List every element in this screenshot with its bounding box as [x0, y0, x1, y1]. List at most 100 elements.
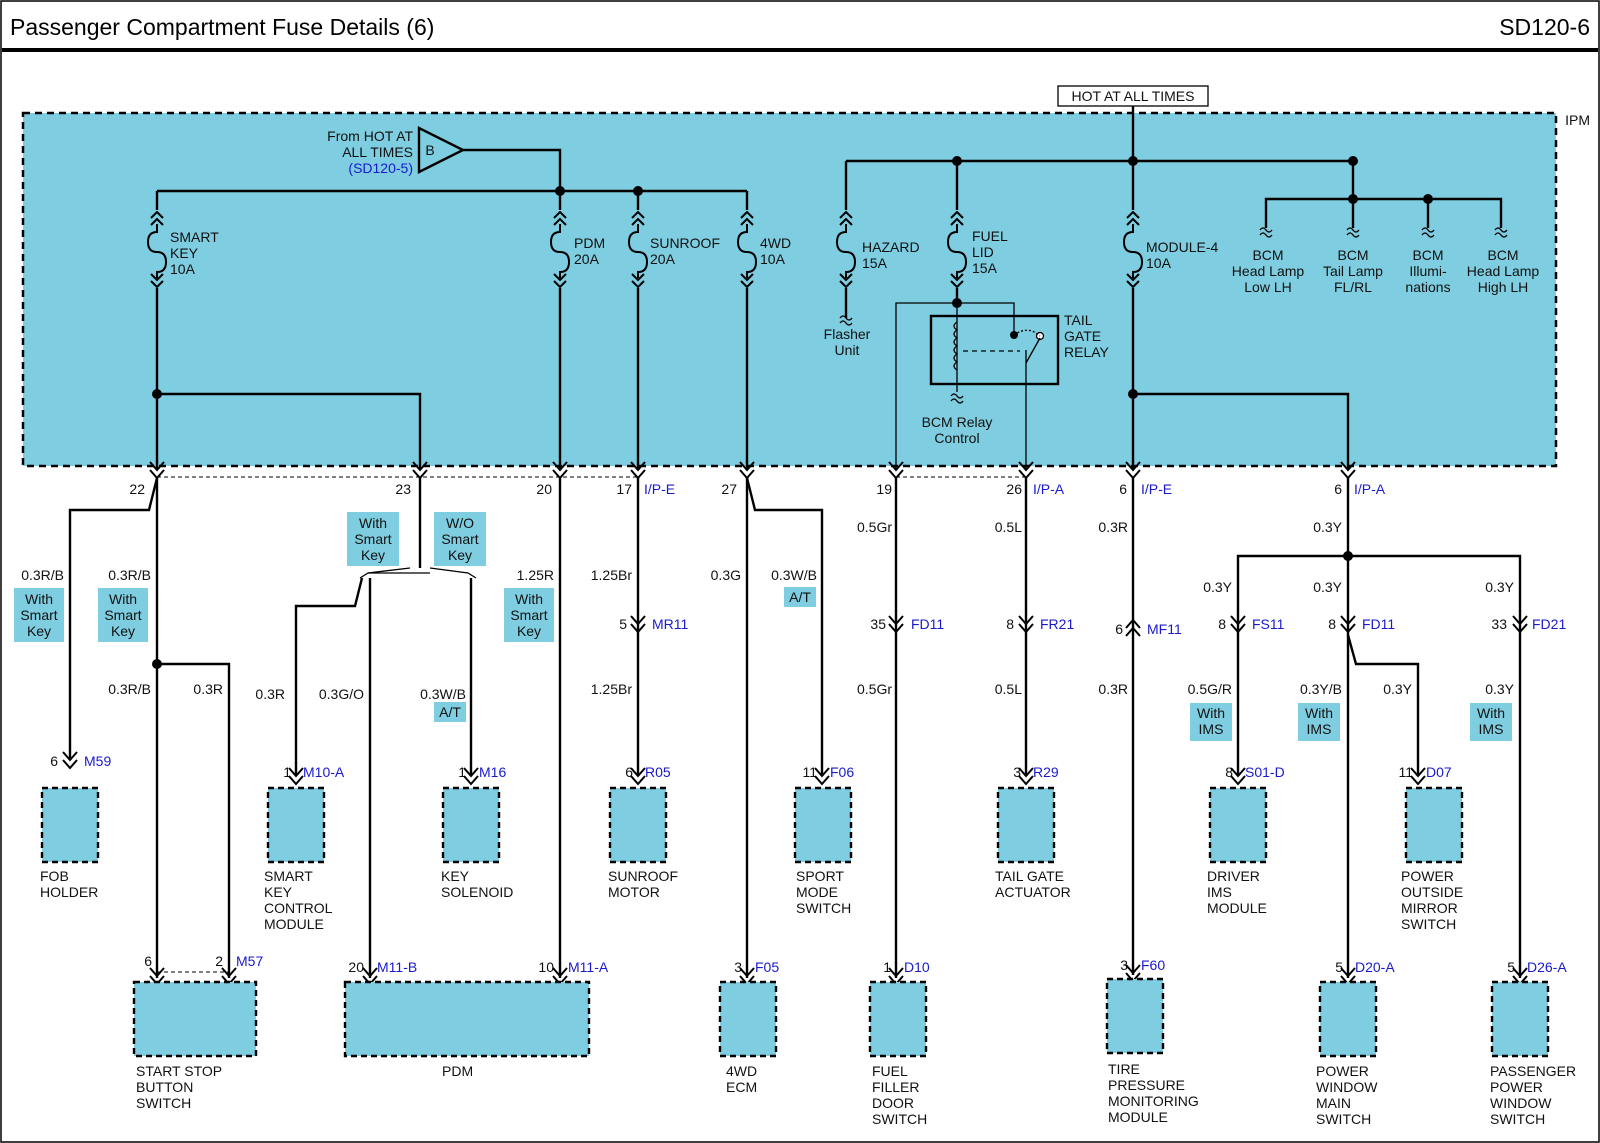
- conn-d10-pin: 1: [883, 959, 891, 975]
- pin-17-conn: I/P-E: [644, 481, 675, 497]
- tail-gate-relay: [929, 314, 1060, 386]
- fuse-symbol-icon: [736, 210, 758, 289]
- wire-stub-icon: [1346, 227, 1360, 238]
- svg-text:Smart: Smart: [510, 607, 547, 623]
- start-stop-button-switch: START STOP BUTTON SWITCH: [132, 980, 258, 1111]
- svg-text:CONTROL: CONTROL: [264, 900, 333, 916]
- svg-text:Unit: Unit: [835, 342, 860, 358]
- connector-icon: [1018, 615, 1034, 634]
- svg-text:0.5L: 0.5L: [995, 681, 1022, 697]
- svg-text:OUTSIDE: OUTSIDE: [1401, 884, 1463, 900]
- svg-text:Smart: Smart: [104, 607, 141, 623]
- wire-stub-icon: [1259, 227, 1273, 238]
- conn-fs11: FS11: [1252, 616, 1285, 632]
- svg-text:MODULE-4: MODULE-4: [1146, 239, 1219, 255]
- svg-text:0.3W/B: 0.3W/B: [420, 686, 466, 702]
- from-line-2: ALL TIMES: [342, 144, 413, 160]
- svg-text:SUNROOF: SUNROOF: [650, 235, 720, 251]
- svg-text:0.3R: 0.3R: [193, 681, 223, 697]
- pin-6e: 6: [1119, 481, 1127, 497]
- svg-text:Control: Control: [934, 430, 979, 446]
- svg-text:SOLENOID: SOLENOID: [441, 884, 513, 900]
- svg-text:BCM: BCM: [1487, 247, 1518, 263]
- power-outside-mirror-switch: POWER OUTSIDE MIRROR SWITCH: [1401, 786, 1463, 932]
- connector-icon: [1340, 461, 1356, 480]
- conn-fd11a-pin: 35: [870, 616, 886, 632]
- svg-text:1.25Br: 1.25Br: [591, 567, 633, 583]
- from-line-1: From HOT AT: [327, 128, 413, 144]
- component-connectors: 6 M59 1 M10-A 1 M16 6 R05 11 F06 3 R29 8…: [50, 753, 1567, 975]
- svg-text:0.5L: 0.5L: [995, 519, 1022, 535]
- svg-text:Smart: Smart: [20, 607, 57, 623]
- conn-mr11-pin: 5: [619, 616, 627, 632]
- connector-icon: [552, 461, 568, 480]
- conn-d20a-pin: 5: [1335, 959, 1343, 975]
- svg-text:FL/RL: FL/RL: [1334, 279, 1372, 295]
- svg-text:MODULE: MODULE: [264, 916, 324, 932]
- conn-fd21: FD21: [1532, 616, 1566, 632]
- svg-text:GATE: GATE: [1064, 328, 1101, 344]
- connector-icon: [1512, 615, 1528, 634]
- bcm-head-lamp-high: BCM Head Lamp High LH: [1467, 247, 1540, 295]
- pin-19: 19: [876, 481, 892, 497]
- svg-text:Smart: Smart: [354, 531, 391, 547]
- passenger-power-window-switch: PASSENGER POWER WINDOW SWITCH: [1490, 980, 1576, 1127]
- conn-d07: D07: [1426, 764, 1452, 780]
- tag-at: A/T: [784, 587, 816, 607]
- svg-text:With: With: [1197, 705, 1225, 721]
- tag-with-smart-key: With Smart Key: [504, 588, 554, 642]
- svg-text:RELAY: RELAY: [1064, 344, 1110, 360]
- key-solenoid: KEY SOLENOID: [441, 786, 513, 900]
- connector-icon: [463, 767, 479, 786]
- svg-text:SWITCH: SWITCH: [796, 900, 851, 916]
- pin-6a: 6: [1334, 481, 1342, 497]
- conn-m59: M59: [84, 753, 111, 769]
- svg-text:WINDOW: WINDOW: [1490, 1095, 1552, 1111]
- conn-m59-pin: 6: [50, 753, 58, 769]
- svg-text:With: With: [109, 591, 137, 607]
- pdm: PDM: [343, 980, 591, 1079]
- conn-m57a-pin: 6: [144, 953, 152, 969]
- tag-with-ims: With IMS: [1470, 703, 1512, 741]
- wire-stub-icon: [950, 393, 964, 404]
- svg-text:15A: 15A: [862, 255, 888, 271]
- pin-20: 20: [536, 481, 552, 497]
- conn-fd21-pin: 33: [1491, 616, 1507, 632]
- conn-m16-pin: 1: [458, 764, 466, 780]
- svg-text:Key: Key: [448, 547, 472, 563]
- conn-s01d: S01-D: [1245, 764, 1285, 780]
- conn-fd11a: FD11: [911, 616, 944, 632]
- svg-text:High LH: High LH: [1478, 279, 1529, 295]
- svg-text:IMS: IMS: [1307, 721, 1332, 737]
- conn-d20a: D20-A: [1355, 959, 1395, 975]
- fuse-symbol-icon: [627, 210, 649, 289]
- svg-text:0.3Y: 0.3Y: [1313, 579, 1342, 595]
- fuse-pdm: PDM 20A: [574, 235, 605, 267]
- svg-text:0.3Y: 0.3Y: [1485, 579, 1514, 595]
- svg-text:MOTOR: MOTOR: [608, 884, 660, 900]
- svg-text:With: With: [25, 591, 53, 607]
- flasher-unit-label: Flasher Unit: [824, 326, 871, 358]
- svg-text:nations: nations: [1405, 279, 1450, 295]
- ipm-box: [21, 111, 1558, 468]
- svg-text:Flasher: Flasher: [824, 326, 871, 342]
- svg-text:A/T: A/T: [439, 704, 461, 720]
- from-hot-ref: From HOT AT ALL TIMES (SD120-5) B: [327, 126, 466, 176]
- svg-text:10A: 10A: [760, 251, 786, 267]
- svg-text:10A: 10A: [170, 261, 196, 277]
- bcm-illuminations: BCM Illumi- nations: [1405, 247, 1450, 295]
- wire-stub-icon: [1494, 227, 1508, 238]
- svg-text:20A: 20A: [650, 251, 676, 267]
- svg-text:0.3Y: 0.3Y: [1383, 681, 1412, 697]
- conn-r05-pin: 6: [625, 764, 633, 780]
- connector-icon: [630, 767, 646, 786]
- conn-d07-pin: 11: [1398, 764, 1413, 780]
- svg-text:Key: Key: [27, 623, 51, 639]
- svg-text:DOOR: DOOR: [872, 1095, 914, 1111]
- svg-text:KEY: KEY: [264, 884, 293, 900]
- svg-text:0.3R: 0.3R: [1098, 519, 1128, 535]
- pin-26-conn: I/P-A: [1033, 481, 1065, 497]
- tag-with-smart-key: With Smart Key: [98, 588, 148, 642]
- svg-text:0.3R/B: 0.3R/B: [108, 567, 151, 583]
